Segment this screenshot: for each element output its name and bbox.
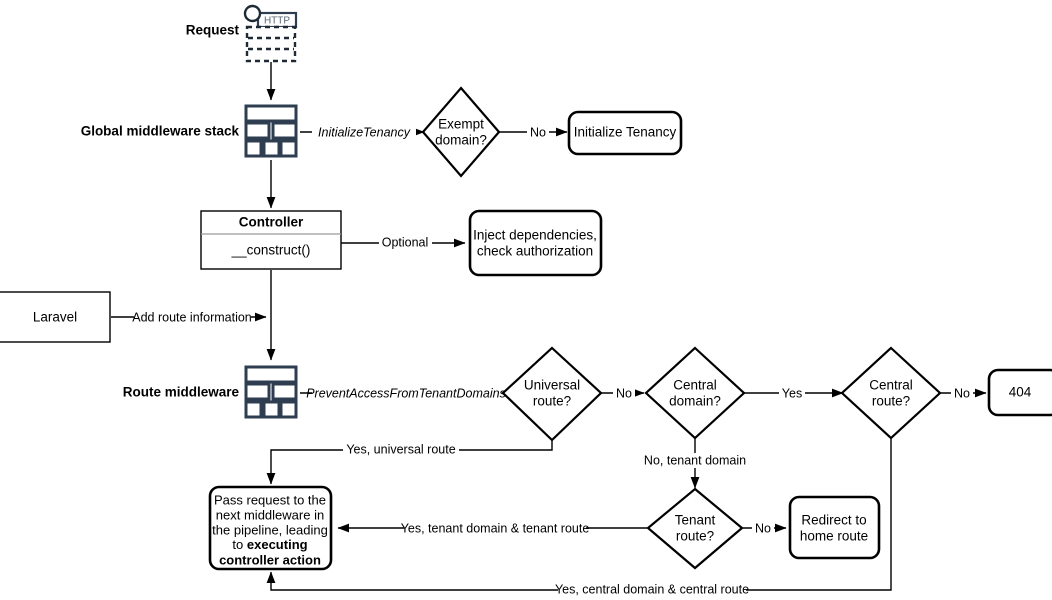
global-middleware-stack-icon <box>244 104 298 158</box>
node-404: 404 <box>987 368 1052 417</box>
node-controller: Controller __construct() <box>200 210 342 270</box>
node-redirect-home-route-line-2: home route <box>800 529 868 544</box>
svg-text:No, tenant domain: No, tenant domain <box>644 453 746 467</box>
node-inject-dependencies-line-2: check authorization <box>477 244 593 259</box>
node-exempt-domain-line-1: Exempt <box>438 117 484 132</box>
node-redirect-home-route: Redirect to home route <box>788 495 881 560</box>
svg-text:No: No <box>954 386 970 400</box>
http-icon-label: HTTP <box>264 16 290 27</box>
svg-text:Optional: Optional <box>382 235 429 249</box>
edge-label-preventaccess: PreventAccessFromTenantDomains <box>306 386 506 401</box>
node-pass-request-bold-1: executing <box>247 537 308 552</box>
edge-label-central-route-no: No <box>951 386 973 401</box>
edge-label-yes-tenant-domain-tenant-route: Yes, tenant domain & tenant route <box>401 521 590 536</box>
node-central-route-line-2: route? <box>872 394 910 409</box>
node-initialize-tenancy-label: Initialize Tenancy <box>574 125 677 140</box>
node-404-label: 404 <box>1009 385 1032 400</box>
edge-label-universal-no: No <box>613 386 635 401</box>
node-initialize-tenancy: Initialize Tenancy <box>567 110 683 156</box>
svg-text:Yes, tenant domain & tenant ro: Yes, tenant domain & tenant route <box>401 521 590 535</box>
svg-text:No: No <box>530 125 546 139</box>
node-tenant-route-line-2: route? <box>676 529 714 544</box>
edge-label-add-route-information: Add route information <box>132 310 252 325</box>
node-central-route: Central route? <box>840 346 942 440</box>
node-universal-route-line-2: route? <box>533 394 571 409</box>
node-laravel-label: Laravel <box>33 310 77 325</box>
node-redirect-home-route-line-1: Redirect to <box>801 513 866 528</box>
svg-text:No: No <box>755 521 771 535</box>
svg-text:Yes: Yes <box>782 386 802 400</box>
svg-text:PreventAccessFromTenantDomains: PreventAccessFromTenantDomains <box>306 386 506 400</box>
edge-label-optional: Optional <box>379 235 432 250</box>
node-central-route-line-1: Central <box>869 378 913 393</box>
svg-text:Yes, central domain & central: Yes, central domain & central route <box>555 582 749 596</box>
lane-label-global-middleware: Global middleware stack <box>81 124 240 139</box>
svg-text:No: No <box>616 386 632 400</box>
edge-label-yes-central-domain-central-route: Yes, central domain & central route <box>555 582 749 598</box>
node-pass-request-line-4: to executing <box>232 537 307 552</box>
svg-text:Yes, universal route: Yes, universal route <box>346 442 455 456</box>
node-tenant-route: Tenant route? <box>646 487 744 570</box>
route-middleware-stack-icon <box>244 365 298 419</box>
node-controller-title: Controller <box>239 215 304 230</box>
node-pass-request-line-2: next middleware in <box>216 507 324 522</box>
node-central-domain: Central domain? <box>644 346 746 440</box>
node-laravel: Laravel <box>0 291 111 343</box>
node-exempt-domain: Exempt domain? <box>421 86 501 178</box>
edge-label-no-tenant-domain: No, tenant domain <box>641 453 749 468</box>
node-central-domain-line-2: domain? <box>669 394 721 409</box>
node-tenant-route-line-1: Tenant <box>675 513 716 528</box>
node-pass-request-line-3: the pipeline, leading <box>212 522 328 537</box>
node-controller-method: __construct() <box>231 243 311 258</box>
node-pass-request-line-4-plain: to <box>232 537 246 552</box>
node-central-domain-line-1: Central <box>673 378 717 393</box>
lane-label-route-middleware: Route middleware <box>123 385 240 400</box>
edge-label-tenant-route-no: No <box>752 521 774 536</box>
svg-text:InitializeTenancy: InitializeTenancy <box>318 125 411 139</box>
node-pass-request: Pass request to the next middleware in t… <box>208 485 333 571</box>
node-inject-dependencies-line-1: Inject dependencies, <box>473 228 597 243</box>
edge-label-initializetenancy: InitializeTenancy <box>312 125 416 140</box>
node-exempt-domain-line-2: domain? <box>435 133 487 148</box>
node-pass-request-bold-2: controller action <box>219 552 321 567</box>
svg-text:Add route information: Add route information <box>132 310 252 324</box>
lane-label-request: Request <box>186 23 240 38</box>
http-request-icon: HTTP <box>243 4 298 63</box>
node-pass-request-line-1: Pass request to the <box>214 492 326 507</box>
node-inject-dependencies: Inject dependencies, check authorization <box>468 209 603 277</box>
edge-label-yes-universal-route: Yes, universal route <box>343 442 459 458</box>
node-universal-route: Universal route? <box>501 346 603 442</box>
edge-label-central-domain-yes: Yes <box>779 386 805 401</box>
node-universal-route-line-1: Universal <box>524 378 580 393</box>
edge-label-exempt-no: No <box>527 125 549 140</box>
